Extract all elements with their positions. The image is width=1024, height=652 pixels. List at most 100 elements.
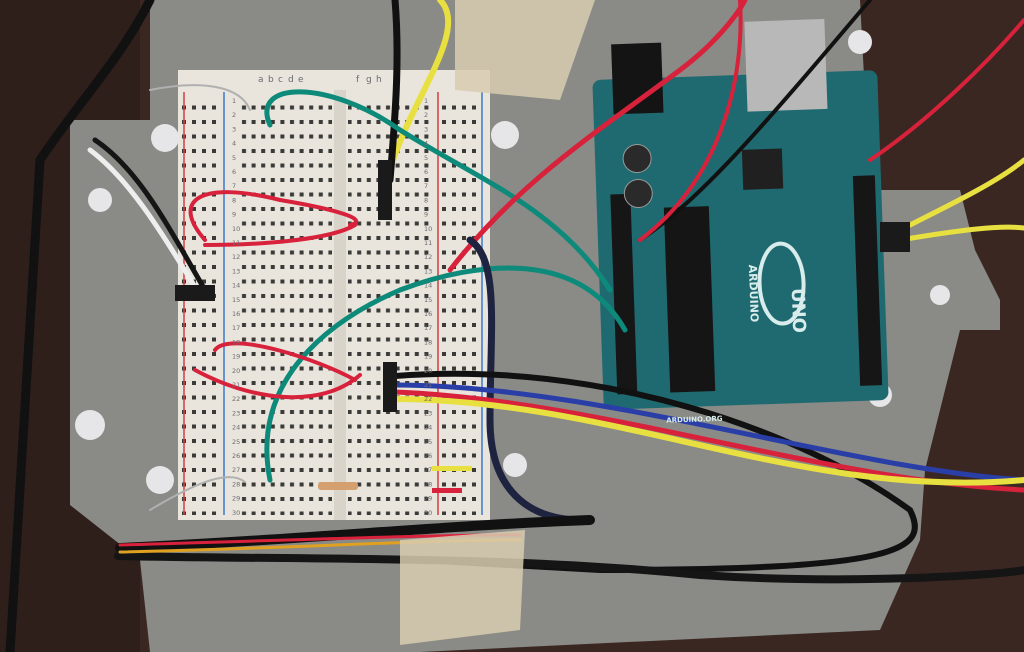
- ribbon-wire-yellow: [392, 396, 1024, 486]
- capacitor: [622, 144, 652, 174]
- wire-red-jumper: [203, 223, 357, 247]
- power-rail-left: [180, 95, 218, 515]
- row-number: 3: [232, 125, 236, 133]
- row-number: 17: [424, 324, 432, 332]
- wire-red-jumper: [193, 368, 362, 400]
- jumper-yellow: [432, 466, 472, 471]
- row-number: 11: [424, 239, 432, 247]
- row-number: 8: [232, 196, 236, 204]
- row-number: 3: [424, 125, 428, 133]
- column-letter: a: [258, 75, 264, 85]
- row-number: 16: [232, 310, 240, 318]
- row-number: 2: [424, 111, 428, 119]
- arduino-pcb: [592, 70, 889, 410]
- row-number: 18: [424, 338, 432, 346]
- row-number: 12: [424, 253, 432, 261]
- row-number: 6: [424, 168, 428, 176]
- wire-yellow: [387, 0, 452, 173]
- row-number: 23: [424, 409, 432, 417]
- header-connector: [880, 222, 910, 252]
- row-number: 5: [424, 154, 428, 162]
- wire-yellow-right: [897, 224, 1024, 243]
- row-number: 16: [424, 310, 432, 318]
- row-number: 22: [232, 395, 240, 403]
- standoff: [930, 285, 950, 305]
- standoff: [503, 453, 527, 477]
- row-number: 21: [424, 381, 432, 389]
- row-number: 18: [232, 338, 240, 346]
- wire-black: [92, 137, 208, 293]
- arduino-uno-board: [592, 18, 889, 410]
- row-number: 24: [424, 424, 432, 432]
- row-number: 4: [424, 140, 428, 148]
- column-letter: c: [278, 75, 283, 85]
- row-number: 22: [424, 395, 432, 403]
- row-number: 27: [424, 466, 432, 474]
- row-number: 26: [424, 452, 432, 460]
- wire-black: [386, 0, 401, 184]
- row-number: 15: [424, 296, 432, 304]
- row-number: 27: [232, 466, 240, 474]
- row-number: 7: [232, 182, 236, 190]
- sensor-leads: [149, 476, 246, 511]
- cable-black-bottom: [114, 552, 1024, 584]
- usb-b-port: [744, 18, 828, 112]
- header-connector: [383, 362, 397, 412]
- arduino-logo: [757, 241, 806, 326]
- ribbon-wire-blue: [392, 382, 1024, 483]
- row-number: 9: [232, 211, 236, 219]
- row-number: 9: [424, 211, 428, 219]
- row-number: 20: [232, 367, 240, 375]
- row-number: 17: [232, 324, 240, 332]
- row-number: 8: [424, 196, 428, 204]
- row-number: 20: [424, 367, 432, 375]
- masking-tape: [455, 0, 595, 100]
- row-number: 25: [424, 438, 432, 446]
- row-number: 6: [232, 168, 236, 176]
- capacitor: [623, 179, 653, 209]
- arduino-labels: ARDUINO UNO ARDUINO.ORG: [666, 264, 810, 424]
- wire-red-long: [447, 0, 748, 273]
- row-number: 30: [232, 509, 240, 517]
- wires: [5, 0, 1024, 652]
- sensor-leads: [149, 84, 251, 111]
- row-number: 29: [424, 495, 432, 503]
- masking-tape: [400, 530, 525, 645]
- row-number: 4: [232, 140, 236, 148]
- dc-power-jack: [611, 42, 664, 115]
- row-number: 10: [424, 225, 432, 233]
- row-number: 11: [232, 239, 240, 247]
- row-number: 25: [232, 438, 240, 446]
- row-number: 10: [232, 225, 240, 233]
- row-number: 21: [232, 381, 240, 389]
- standoff: [88, 188, 112, 212]
- resistor: [318, 482, 358, 490]
- arduino-model-text: UNO: [787, 288, 810, 334]
- atmega-chip: [663, 206, 716, 393]
- column-letter: h: [376, 75, 382, 85]
- row-number: 2: [232, 111, 236, 119]
- column-letter: d: [288, 75, 294, 85]
- ribbon-wire-black: [392, 370, 918, 574]
- terminal-strip-left: [240, 95, 332, 515]
- wire-red-jumper: [188, 190, 359, 242]
- row-number: 30: [424, 509, 432, 517]
- row-number: 24: [232, 424, 240, 432]
- row-number: 26: [232, 452, 240, 460]
- analog-power-header: [610, 193, 638, 395]
- header-connector: [378, 160, 392, 220]
- row-number: 1: [424, 97, 428, 105]
- header-connector: [175, 285, 215, 301]
- wire-red: [638, 0, 743, 242]
- row-number: 7: [424, 182, 428, 190]
- column-letter: e: [298, 75, 304, 85]
- wire-teal: [264, 89, 613, 293]
- jumper-red: [432, 488, 462, 493]
- row-number: 28: [232, 480, 240, 488]
- row-number: 1: [232, 97, 236, 105]
- column-letter: f: [356, 75, 360, 85]
